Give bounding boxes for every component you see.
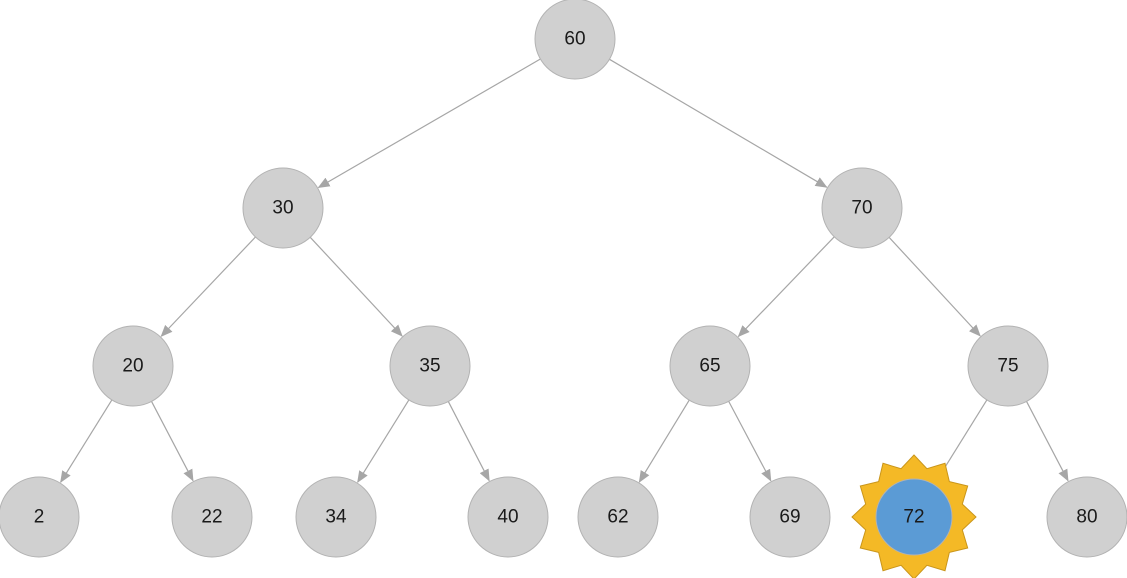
tree-node-80: 80	[1046, 476, 1127, 558]
node-circle	[295, 476, 377, 558]
edge-70-to-75	[888, 236, 981, 337]
node-label: 65	[699, 356, 720, 377]
node-label: 80	[1076, 507, 1097, 528]
tree-node-70: 70	[821, 167, 903, 249]
node-circle	[1046, 476, 1127, 558]
node-circle	[0, 476, 80, 558]
node-circle	[577, 476, 659, 558]
node-label: 2	[34, 507, 45, 528]
node-label: 60	[564, 29, 585, 50]
edge-20-to-22	[151, 401, 194, 482]
node-label: 69	[779, 507, 800, 528]
tree-node-35: 35	[389, 325, 471, 407]
node-label: 62	[607, 507, 628, 528]
node-circle	[669, 325, 751, 407]
edge-70-to-65	[737, 236, 835, 338]
node-circle	[242, 167, 324, 249]
tree-node-69: 69	[749, 476, 831, 558]
tree-edges	[60, 58, 1069, 484]
edge-30-to-20	[160, 236, 256, 337]
node-circle	[875, 478, 953, 556]
tree-node-62: 62	[577, 476, 659, 558]
node-circle	[92, 325, 174, 407]
edge-60-to-70	[609, 58, 828, 188]
node-circle	[171, 476, 253, 558]
node-label: 40	[497, 507, 518, 528]
edge-30-to-35	[309, 236, 403, 337]
node-label: 22	[201, 507, 222, 528]
tree-node-2: 2	[0, 476, 80, 558]
tree-node-20: 20	[92, 325, 174, 407]
tree-node-30: 30	[242, 167, 324, 249]
node-circle	[967, 325, 1049, 407]
tree-node-22: 22	[171, 476, 253, 558]
edge-35-to-34	[357, 399, 410, 484]
edge-60-to-30	[317, 58, 541, 188]
node-circle	[821, 167, 903, 249]
tree-node-60: 60	[534, 0, 616, 80]
tree-node-72: 72	[851, 454, 977, 578]
node-label: 72	[903, 507, 924, 528]
node-circle	[389, 325, 471, 407]
node-circle	[534, 0, 616, 80]
tree-node-34: 34	[295, 476, 377, 558]
edge-65-to-62	[638, 399, 690, 483]
node-circle	[749, 476, 831, 558]
node-circle	[467, 476, 549, 558]
edge-65-to-69	[728, 401, 772, 482]
node-label: 70	[851, 198, 872, 219]
node-label: 34	[325, 507, 347, 528]
edge-75-to-80	[1026, 401, 1069, 482]
node-label: 20	[122, 356, 143, 377]
node-label: 35	[419, 356, 440, 377]
tree-node-40: 40	[467, 476, 549, 558]
tree-node-75: 75	[967, 325, 1049, 407]
edge-20-to-2	[60, 399, 113, 484]
node-label: 30	[272, 198, 293, 219]
node-label: 75	[997, 356, 1018, 377]
edge-35-to-40	[447, 401, 490, 482]
tree-node-65: 65	[669, 325, 751, 407]
